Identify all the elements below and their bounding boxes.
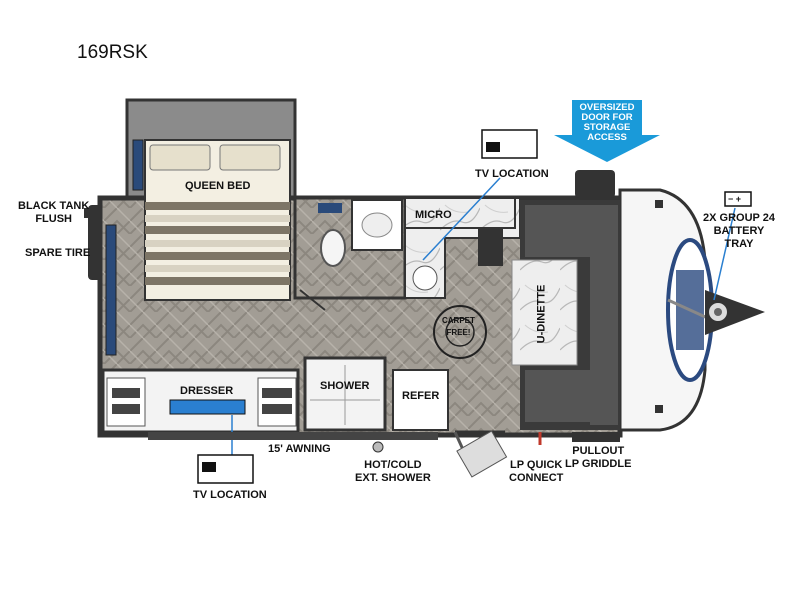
refer-label: REFER xyxy=(402,390,440,402)
tv-location-top-label: TV LOCATION xyxy=(475,168,549,180)
kitchen-sink xyxy=(412,265,438,291)
u-dinette-label: U-DINETTE xyxy=(535,284,548,344)
lp-quick-connect-label: LP QUICK CONNECT xyxy=(509,459,564,484)
queen-bed xyxy=(144,139,291,301)
entry-door xyxy=(453,430,508,478)
hitch xyxy=(705,290,765,335)
storage-door-callout: OVERSIZED DOOR FOR STORAGE ACCESS xyxy=(579,102,635,143)
dresser-label: DRESSER xyxy=(180,385,234,397)
griddle-pullout xyxy=(572,432,620,442)
toilet xyxy=(320,229,346,267)
micro-label: MICRO xyxy=(415,209,452,221)
black-tank-label: BLACK TANK FLUSH xyxy=(18,200,90,225)
stove xyxy=(478,228,503,266)
down-arrow-icon xyxy=(554,100,660,162)
awning-label: 15' AWNING xyxy=(268,443,331,455)
battery-label: 2X GROUP 24 BATTERY TRAY xyxy=(703,212,775,250)
spare-tire-label: SPARE TIRE xyxy=(25,247,91,259)
model-name: 169RSK xyxy=(77,42,148,63)
refrigerator xyxy=(392,369,449,431)
spare-tire xyxy=(88,205,102,280)
logo-emblem xyxy=(666,238,714,382)
queen-bed-label: QUEEN BED xyxy=(185,180,251,192)
battery-symbol: − + xyxy=(728,194,742,204)
u-dinette xyxy=(511,200,620,430)
carpet-free-badge xyxy=(433,305,487,359)
shower-label: SHOWER xyxy=(320,380,370,392)
ext-shower-label: HOT/COLD EXT. SHOWER xyxy=(355,459,431,484)
tv-icon xyxy=(481,129,538,159)
carpet-free-label: CARPET FREE! xyxy=(442,316,475,337)
lp-griddle-label: PULLOUT LP GRIDDLE xyxy=(565,445,632,470)
battery-icon xyxy=(724,191,752,207)
tv-icon xyxy=(197,454,254,484)
tv-location-bottom-label: TV LOCATION xyxy=(193,489,267,501)
awning xyxy=(148,432,438,440)
